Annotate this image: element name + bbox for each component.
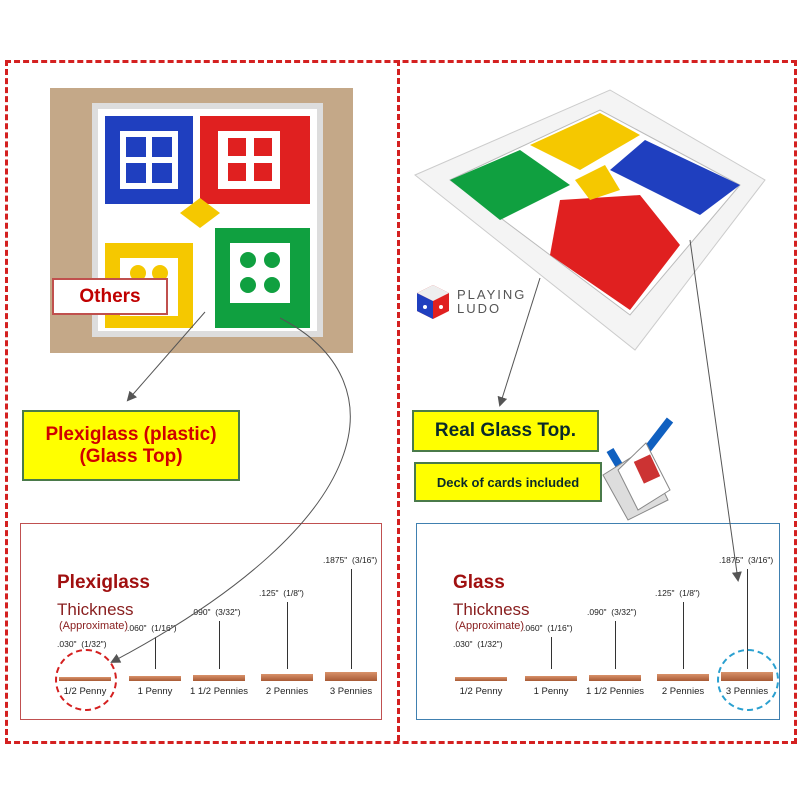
penny-stack (261, 674, 313, 681)
thickness-measure: .1875" (3/16") (719, 555, 774, 565)
others-badge: Others (52, 278, 168, 315)
panel-title: Glass (453, 572, 505, 593)
thickness-stem (219, 621, 220, 669)
thickness-stem (615, 621, 616, 669)
playing-cards-icon (602, 442, 671, 521)
dice-logo-icon (417, 285, 449, 319)
logo-line-1: PLAYING (457, 287, 527, 302)
penny-stack (455, 677, 507, 681)
panel-subtitle: Thickness (57, 600, 134, 619)
penny-label: 3 Pennies (329, 686, 373, 697)
highlight-circle (55, 649, 117, 711)
glass-board-photo (414, 89, 766, 351)
penny-stack (525, 676, 577, 681)
thickness-measure: .090" (3/32") (191, 607, 241, 617)
callout-line-2: (Glass Top) (79, 445, 183, 467)
panel-title: Plexiglass (57, 572, 150, 593)
penny-label: 1 Penny (137, 686, 173, 697)
panel-note: (Approximate) (455, 620, 525, 632)
penny-stack (657, 674, 709, 681)
thickness-measure: .1875" (3/16") (323, 555, 378, 565)
penny-label: 1/2 Penny (459, 686, 503, 697)
center-divider (397, 60, 400, 741)
thickness-stem (551, 637, 552, 669)
thickness-measure: .030" (1/32") (453, 639, 503, 649)
logo-line-2: LUDO (457, 301, 502, 316)
thickness-measure: .090" (3/32") (587, 607, 637, 617)
thickness-stem (287, 602, 288, 669)
playing-ludo-logo: PLAYING LUDO (415, 283, 526, 321)
penny-label: 1 1/2 Pennies (585, 686, 645, 697)
thickness-stem (351, 569, 352, 669)
panel-note: (Approximate) (59, 620, 129, 632)
plexiglass-callout: Plexiglass (plastic) (Glass Top) (22, 410, 240, 481)
thickness-measure: .125" (1/8") (655, 588, 700, 599)
penny-stack (325, 672, 377, 681)
thickness-stem (747, 569, 748, 669)
thickness-measure: .125" (1/8") (259, 588, 304, 599)
panel-subtitle: Thickness (453, 600, 530, 619)
penny-label: 2 Pennies (265, 686, 309, 697)
thickness-measure: .030" (1/32") (57, 639, 107, 649)
penny-label: 2 Pennies (661, 686, 705, 697)
callout-line-1: Plexiglass (plastic) (45, 423, 217, 445)
penny-stack (193, 675, 245, 681)
thickness-measure: .060" (1/16") (127, 623, 177, 633)
thickness-stem (683, 602, 684, 669)
highlight-circle (717, 649, 779, 711)
plexiglass-thickness-panel: Plexiglass Thickness (Approximate) .030" … (20, 523, 382, 720)
thickness-stem (155, 637, 156, 669)
real-glass-callout: Real Glass Top. (412, 410, 599, 452)
penny-stack (129, 676, 181, 681)
cards-and-check (602, 417, 674, 521)
penny-stack (589, 675, 641, 681)
deck-of-cards-callout: Deck of cards included (414, 462, 602, 502)
penny-label: 1 Penny (533, 686, 569, 697)
glass-thickness-panel: Glass Thickness (Approximate) .030" (1/32… (416, 523, 780, 720)
outer-dashed-border (5, 60, 797, 744)
thickness-measure: .060" (1/16") (523, 623, 573, 633)
penny-label: 1 1/2 Pennies (189, 686, 249, 697)
